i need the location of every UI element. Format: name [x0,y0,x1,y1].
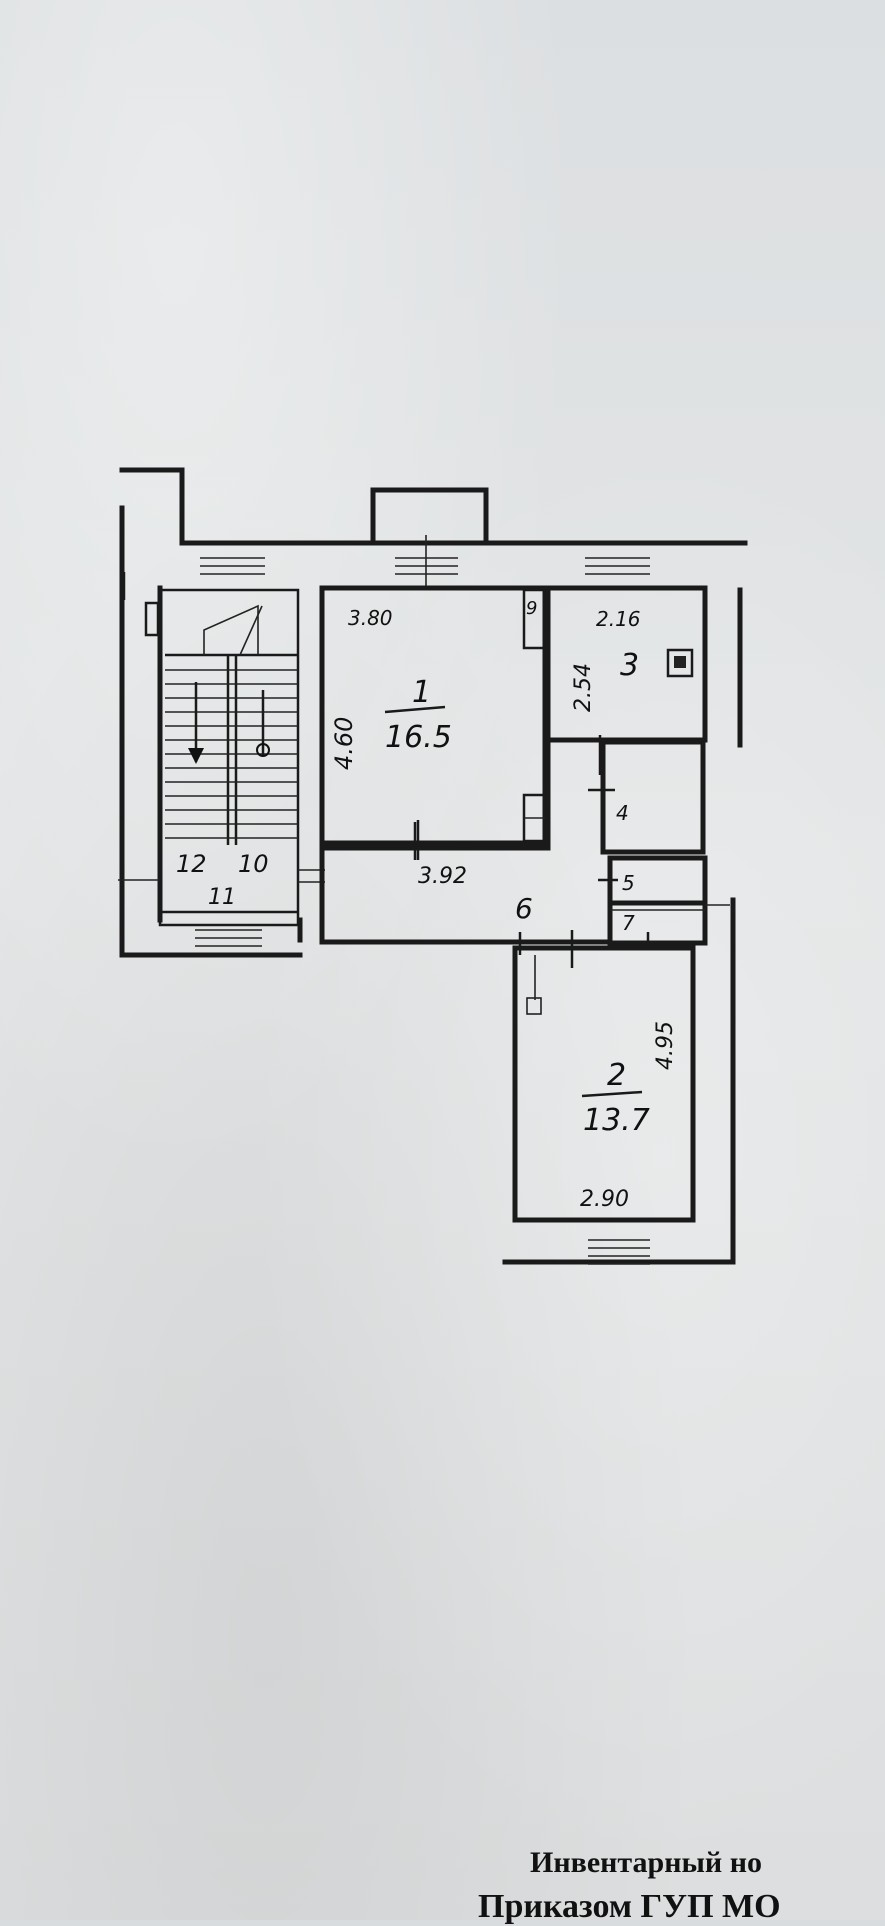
room-7-number: 7 [622,911,635,935]
room-1-number: 1 [412,675,431,710]
room-7: 7 [607,900,730,950]
window-stair-top [200,557,265,575]
order-label: Приказом ГУП МО [478,1888,781,1925]
room-6-width-dim: 3.92 [418,864,467,889]
room-3-width-dim: 2.16 [596,607,641,631]
room-6-number: 6 [515,892,533,925]
stair-label-12: 12 [176,850,207,878]
room-6: 3.92 6 [319,737,613,955]
room-5: 5 [598,855,708,906]
room-3: 2.16 2.54 3 [545,585,708,775]
staircase: 12 10 11 [118,588,325,927]
room-2-height-dim: 4.95 [653,1021,678,1070]
room-2: 4.95 2 13.7 2.90 [512,930,696,1223]
room-1: 3.80 4.60 1 16.5 [319,585,548,860]
stair-down-arrow-icon [188,682,204,764]
stove-icon [666,648,694,678]
stair-label-10: 10 [238,850,269,878]
room-2-area: 13.7 [583,1103,650,1138]
room-3-number: 3 [620,648,639,683]
room-1-area: 16.5 [385,720,452,755]
room-4: 4 [588,739,706,855]
room-5-number: 5 [622,871,635,895]
room-2-fraction-line [581,1090,643,1098]
room-1-height-dim: 4.60 [330,717,358,770]
stair-window-mark [144,601,160,637]
stair-label-11: 11 [208,885,236,910]
stove-burner-icon [674,656,686,668]
stair-steps [165,669,298,839]
room-1-width-dim: 3.80 [348,606,393,630]
closet-9-number: 9 [526,598,537,619]
room-1-fraction-line [384,705,446,714]
windows [195,535,650,1265]
window-room3-top [585,557,650,575]
window-stair-bottom [195,929,262,947]
room-4-number: 4 [616,801,629,825]
inventory-number-label: Инвентарный но [530,1846,762,1879]
room-2-width-dim: 2.90 [580,1187,629,1212]
stair-up-arrow-icon [256,690,270,757]
closet-9: 9 [522,588,547,843]
window-room1-top [395,535,458,590]
room-3-height-dim: 2.54 [571,663,596,712]
room-2-number: 2 [607,1058,626,1093]
window-room2-bottom [588,1239,650,1265]
